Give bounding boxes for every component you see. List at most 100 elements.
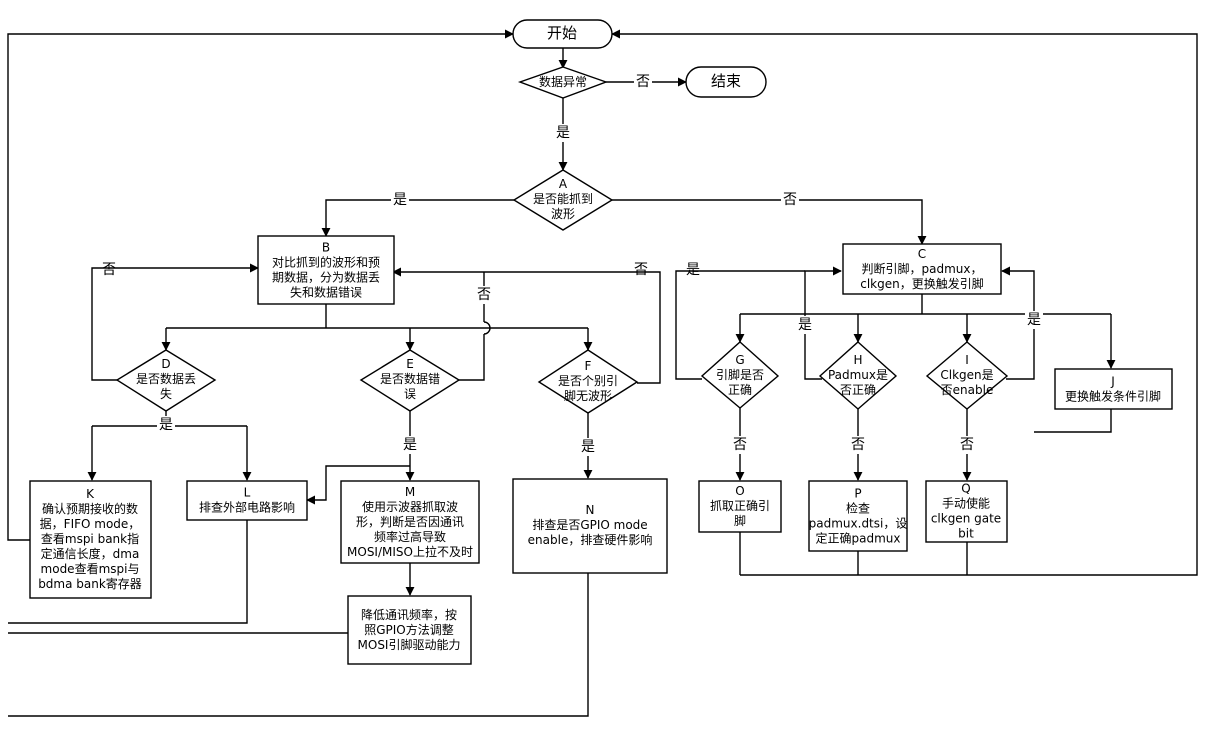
node-H-line: Padmux是 <box>828 368 888 382</box>
label-yes-A: 是 <box>556 125 570 141</box>
node-end-line: 结束 <box>711 72 741 90</box>
edge-E-L <box>306 465 410 505</box>
edge-left-loop <box>7 29 514 541</box>
node-E-line: 误 <box>404 387 416 401</box>
node-R-line: MOSI引脚驱动能力 <box>358 637 461 652</box>
node-O-line: O <box>735 484 744 498</box>
node-O-line: 脚 <box>734 513 746 528</box>
label-yes-D: 是 <box>159 417 173 433</box>
node-C-line: clkgen，更换触发引脚 <box>860 276 984 291</box>
node-N-line: enable，排查硬件影响 <box>528 532 653 547</box>
node-Q-line: bit <box>958 526 974 540</box>
node-I-line: 否enable <box>941 383 994 397</box>
edge-E-up <box>459 334 485 381</box>
label-no-F: 否 <box>634 262 648 278</box>
label-yes-G: 是 <box>686 262 700 278</box>
node-H-line: H <box>853 353 862 367</box>
node-M-line: M <box>405 485 415 499</box>
label-yes-B: 是 <box>393 192 407 208</box>
node-M-line: 频率过高导致 <box>374 529 446 544</box>
label-no-I: 否 <box>960 437 974 453</box>
node-F-line: 脚无波形 <box>564 388 612 403</box>
label-yes-E: 是 <box>403 437 417 453</box>
node-abnormal-line: 数据异常 <box>539 74 587 89</box>
node-N-line: N <box>586 503 595 517</box>
edge-J-back <box>1034 409 1112 433</box>
node-G-line: 引脚是否 <box>716 367 764 382</box>
node-C-line: 判断引脚，padmux， <box>862 261 983 276</box>
label-no-D: 否 <box>102 262 116 278</box>
node-I-line: Clkgen是 <box>940 368 993 382</box>
edge-L-back <box>8 520 248 624</box>
node-R-line: 降低通讯频率，按 <box>361 607 457 622</box>
node-K-line: 查看mspi bank指 <box>41 531 139 546</box>
node-J-line: 更换触发条件引脚 <box>1065 388 1161 403</box>
node-D-line: 是否数据丢 <box>136 371 196 386</box>
node-M-line: MOSI/MISO上拉不及时 <box>347 544 473 559</box>
node-K-line: 定通信长度，dma <box>41 546 140 561</box>
node-P-line: P <box>854 486 861 500</box>
node-end-text: 结束 <box>711 72 741 90</box>
node-A-line: 是否能抓到 <box>533 192 593 206</box>
label-no-H: 否 <box>851 437 865 453</box>
edge-labels: 否 是 是 否 否 否 否 是 是 是 是 是 是 否 否 否 <box>102 72 1043 456</box>
node-Q-line: 手动使能 <box>942 495 990 510</box>
edge-A-C <box>612 199 927 245</box>
node-E-line: 是否数据错 <box>380 371 440 386</box>
label-yes-I: 是 <box>1027 312 1041 328</box>
node-B-line: 对比抓到的波形和预 <box>272 254 380 269</box>
node-A-line: 波形 <box>551 207 575 221</box>
node-start-text: 开始 <box>547 24 577 42</box>
node-end: 结束 <box>685 66 767 98</box>
node-K-line: bdma bank寄存器 <box>38 576 142 591</box>
node-E-line: E <box>406 357 414 371</box>
decision-abnormal-text: 数据异常 <box>539 74 587 89</box>
node-B-line: 失和数据错误 <box>290 284 362 299</box>
node-H-line: 否正确 <box>840 383 876 397</box>
node-G-line: 正确 <box>728 383 752 397</box>
node-K-line: mode查看mspi与 <box>41 562 140 576</box>
node-P-line: 检查 <box>846 500 870 515</box>
node-L-line: 排查外部电路影响 <box>199 499 295 514</box>
edge-F-B <box>392 267 661 384</box>
node-A-line: A <box>559 177 568 191</box>
edge-E-hop <box>483 321 491 335</box>
node-D-line: 失 <box>160 386 172 401</box>
node-N-line: 排查是否GPIO mode <box>532 518 647 532</box>
node-F-line: 是否个别引 <box>558 374 618 388</box>
node-F-line: F <box>585 359 592 373</box>
label-no-end: 否 <box>636 74 650 90</box>
edge-A-B <box>321 199 514 237</box>
label-no-E: 否 <box>477 287 491 303</box>
node-M-line: 形，判断是否因通讯 <box>356 514 464 529</box>
node-Q-line: clkgen gate <box>931 511 1001 525</box>
label-no-C: 否 <box>783 192 797 208</box>
node-L-line: L <box>244 485 251 499</box>
node-M-line: 使用示波器抓取波 <box>362 499 458 514</box>
label-no-G: 否 <box>733 437 747 453</box>
